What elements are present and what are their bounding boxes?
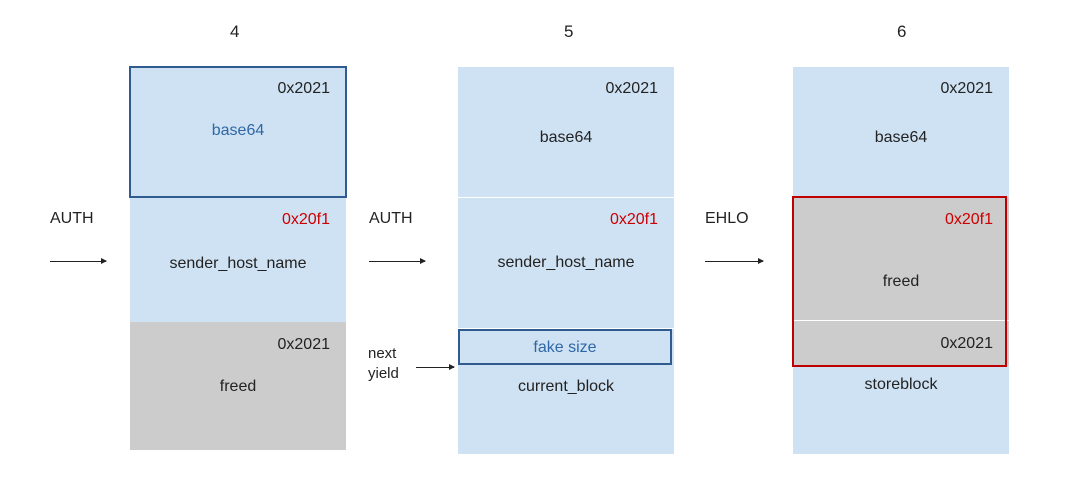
chunk-sender-host-name: 0x20f1 sender_host_name <box>130 198 346 322</box>
chunk-label: base64 <box>874 129 928 146</box>
arrow-icon <box>50 258 107 264</box>
arrow-icon <box>705 258 764 264</box>
chunk-address: 0x2021 <box>605 80 659 97</box>
chunk-label: sender_host_name <box>169 255 307 272</box>
step-number-6: 6 <box>897 22 907 41</box>
operation-label-auth-1: AUTH <box>50 210 94 227</box>
chunk-label: current_block <box>517 378 615 395</box>
chunk-label: freed <box>882 273 920 290</box>
chunk-address: 0x2021 <box>277 336 331 353</box>
chunk-divider <box>793 320 1009 321</box>
chunk-label: storeblock <box>864 376 938 393</box>
fake-size-label: fake size <box>533 339 597 356</box>
note-line: next <box>368 345 397 362</box>
operation-label-ehlo: EHLO <box>705 210 749 227</box>
highlight-frame <box>792 196 1007 367</box>
chunk-address: 0x2021 <box>940 80 994 97</box>
chunk-base64: 0x2021 base64 <box>458 67 674 197</box>
chunk-label: freed <box>219 378 257 395</box>
chunk-freed: 0x2021 freed <box>130 322 346 450</box>
operation-label-auth-2: AUTH <box>369 210 413 227</box>
step-number-4: 4 <box>230 22 240 41</box>
chunk-address: 0x20f1 <box>944 211 993 228</box>
chunk-label: sender_host_name <box>497 254 635 271</box>
chunk-freed: 0x20f1 freed <box>793 197 1009 320</box>
next-yield-note: next yield <box>368 344 399 384</box>
pointer-arrow-icon <box>416 364 455 370</box>
fake-size-field: fake size <box>458 329 672 365</box>
chunk-base64: 0x2021 base64 <box>130 67 346 197</box>
chunk-label: base64 <box>211 122 265 139</box>
chunk-label: base64 <box>539 129 593 146</box>
note-line: yield <box>368 365 399 382</box>
chunk-sender-host-name: 0x20f1 sender_host_name <box>458 198 674 328</box>
chunk-address: 0x20f1 <box>609 211 658 228</box>
chunk-address: 0x2021 <box>940 335 994 352</box>
chunk-address: 0x2021 <box>277 80 331 97</box>
step-number-5: 5 <box>564 22 574 41</box>
arrow-icon <box>369 258 426 264</box>
chunk-current-block: current_block <box>458 329 674 454</box>
chunk-address: 0x20f1 <box>281 211 330 228</box>
highlight-frame <box>129 66 347 198</box>
chunk-next-header: 0x2021 <box>793 321 1009 366</box>
chunk-base64: 0x2021 base64 <box>793 67 1009 197</box>
chunk-storeblock: storeblock <box>793 366 1009 454</box>
